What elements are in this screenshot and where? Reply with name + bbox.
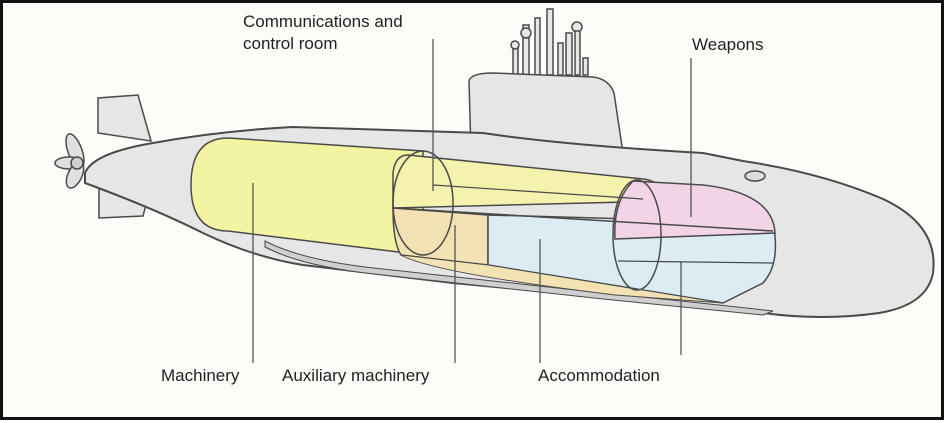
communications-section <box>392 154 664 209</box>
machinery-label: Machinery <box>161 366 240 385</box>
deck-line <box>392 207 774 232</box>
upper-tail-fin <box>97 94 153 142</box>
section-divider-ellipse <box>392 150 454 256</box>
keel <box>264 240 774 316</box>
section-divider-ellipse <box>612 179 662 291</box>
communications-label-line1: Communications and <box>243 12 403 31</box>
propeller <box>54 133 85 189</box>
machinery-section <box>190 137 424 256</box>
auxiliary-lower-strip <box>400 254 724 304</box>
leader-lines <box>252 39 692 363</box>
submarine-diagram <box>54 8 935 363</box>
hatch <box>744 170 766 182</box>
deck-line <box>617 260 774 264</box>
deck-line <box>432 184 644 200</box>
masts <box>510 8 589 76</box>
sail <box>468 72 624 154</box>
communications-label-line2: control room <box>243 34 338 53</box>
auxiliary-machinery-label: Auxiliary machinery <box>282 366 430 385</box>
communications-label: Communications and control room <box>243 11 403 55</box>
accommodation-label: Accommodation <box>538 366 660 385</box>
weapons-label: Weapons <box>692 35 764 54</box>
